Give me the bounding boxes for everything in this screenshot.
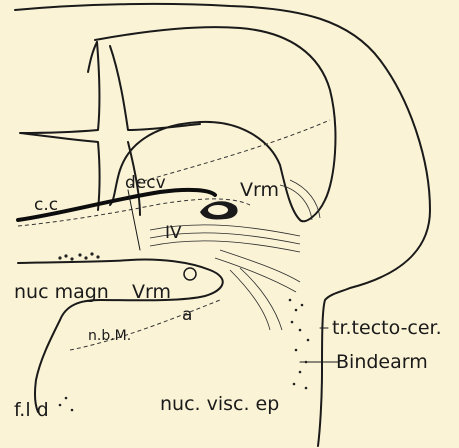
label-vrm-upper: Vrm [240,179,279,201]
label-nuc-magn: nuc magn [14,281,109,303]
iv-nucleus-inner [208,205,228,215]
label-decv: decv [125,173,166,193]
label-fld: f.l d [14,399,49,421]
ventricle-inner-line [110,46,200,130]
label-iv: IV [165,223,182,243]
label-cc: c.c [34,195,58,215]
fibre-hatching [150,180,320,330]
label-nuc-visc-ep: nuc. visc. ep [160,393,279,415]
label-a: a [182,305,192,325]
label-vrm-lower: Vrm [132,281,171,303]
label-bindearm: Bindearm [336,351,428,373]
tectal-ventricle-outline [20,42,100,210]
structure-a-circle [184,268,196,280]
cross-top-arm [88,42,97,72]
label-nbm: n.b.M. [88,328,131,344]
label-tr-tecto-cer: tr.tecto-cer. [332,317,442,339]
